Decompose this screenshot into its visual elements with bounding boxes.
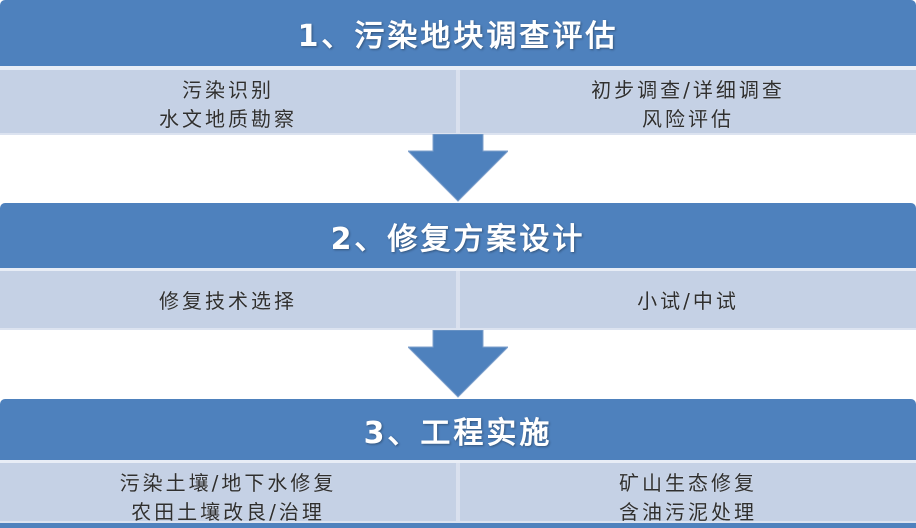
item-bench-pilot-test: 小试/中试	[637, 289, 739, 313]
separator-line	[0, 268, 916, 271]
section-3-right-column: 矿山生态修复 含油污泥处理	[460, 463, 916, 524]
item-hydrogeological-survey: 水文地质勘察	[159, 107, 297, 131]
section-3-title: 3、工程实施	[363, 415, 553, 451]
section-2-items: 修复技术选择 小试/中试	[0, 271, 916, 330]
section-3-header: 3、工程实施	[0, 399, 916, 460]
item-preliminary-detailed-survey: 初步调查/详细调查	[591, 78, 785, 102]
down-arrow-icon	[408, 134, 508, 202]
section-2-right-column: 小试/中试	[460, 271, 916, 328]
column-divider	[456, 271, 460, 328]
item-soil-groundwater-remediation: 污染土壤/地下水修复	[119, 471, 337, 495]
down-arrow-icon	[408, 330, 508, 398]
separator-line	[0, 66, 916, 70]
section-3-left-column: 污染土壤/地下水修复 农田土壤改良/治理	[0, 463, 456, 524]
section-1-left-column: 污染识别 水文地质勘察	[0, 70, 456, 133]
column-divider	[456, 70, 460, 133]
item-oily-sludge-treatment: 含油污泥处理	[619, 500, 757, 524]
section-2-header: 2、修复方案设计	[0, 203, 916, 268]
section-1-items: 污染识别 水文地质勘察 初步调查/详细调查 风险评估	[0, 70, 916, 135]
section-3-items: 污染土壤/地下水修复 农田土壤改良/治理 矿山生态修复 含油污泥处理	[0, 463, 916, 524]
section-1-header: 1、污染地块调查评估	[0, 0, 916, 66]
item-risk-assessment: 风险评估	[642, 107, 734, 131]
item-mine-ecological-restoration: 矿山生态修复	[619, 471, 757, 495]
section-2-title: 2、修复方案设计	[330, 221, 586, 257]
column-divider	[456, 463, 460, 521]
item-farmland-soil-improvement: 农田土壤改良/治理	[131, 500, 325, 524]
section-1-right-column: 初步调查/详细调查 风险评估	[460, 70, 916, 133]
section-2-left-column: 修复技术选择	[0, 271, 456, 328]
separator-line	[0, 460, 916, 463]
bottom-blue-strip	[0, 523, 916, 528]
item-pollution-identification: 污染识别	[182, 78, 274, 102]
section-1-title: 1、污染地块调查评估	[297, 19, 619, 54]
item-remediation-tech-selection: 修复技术选择	[159, 289, 297, 313]
